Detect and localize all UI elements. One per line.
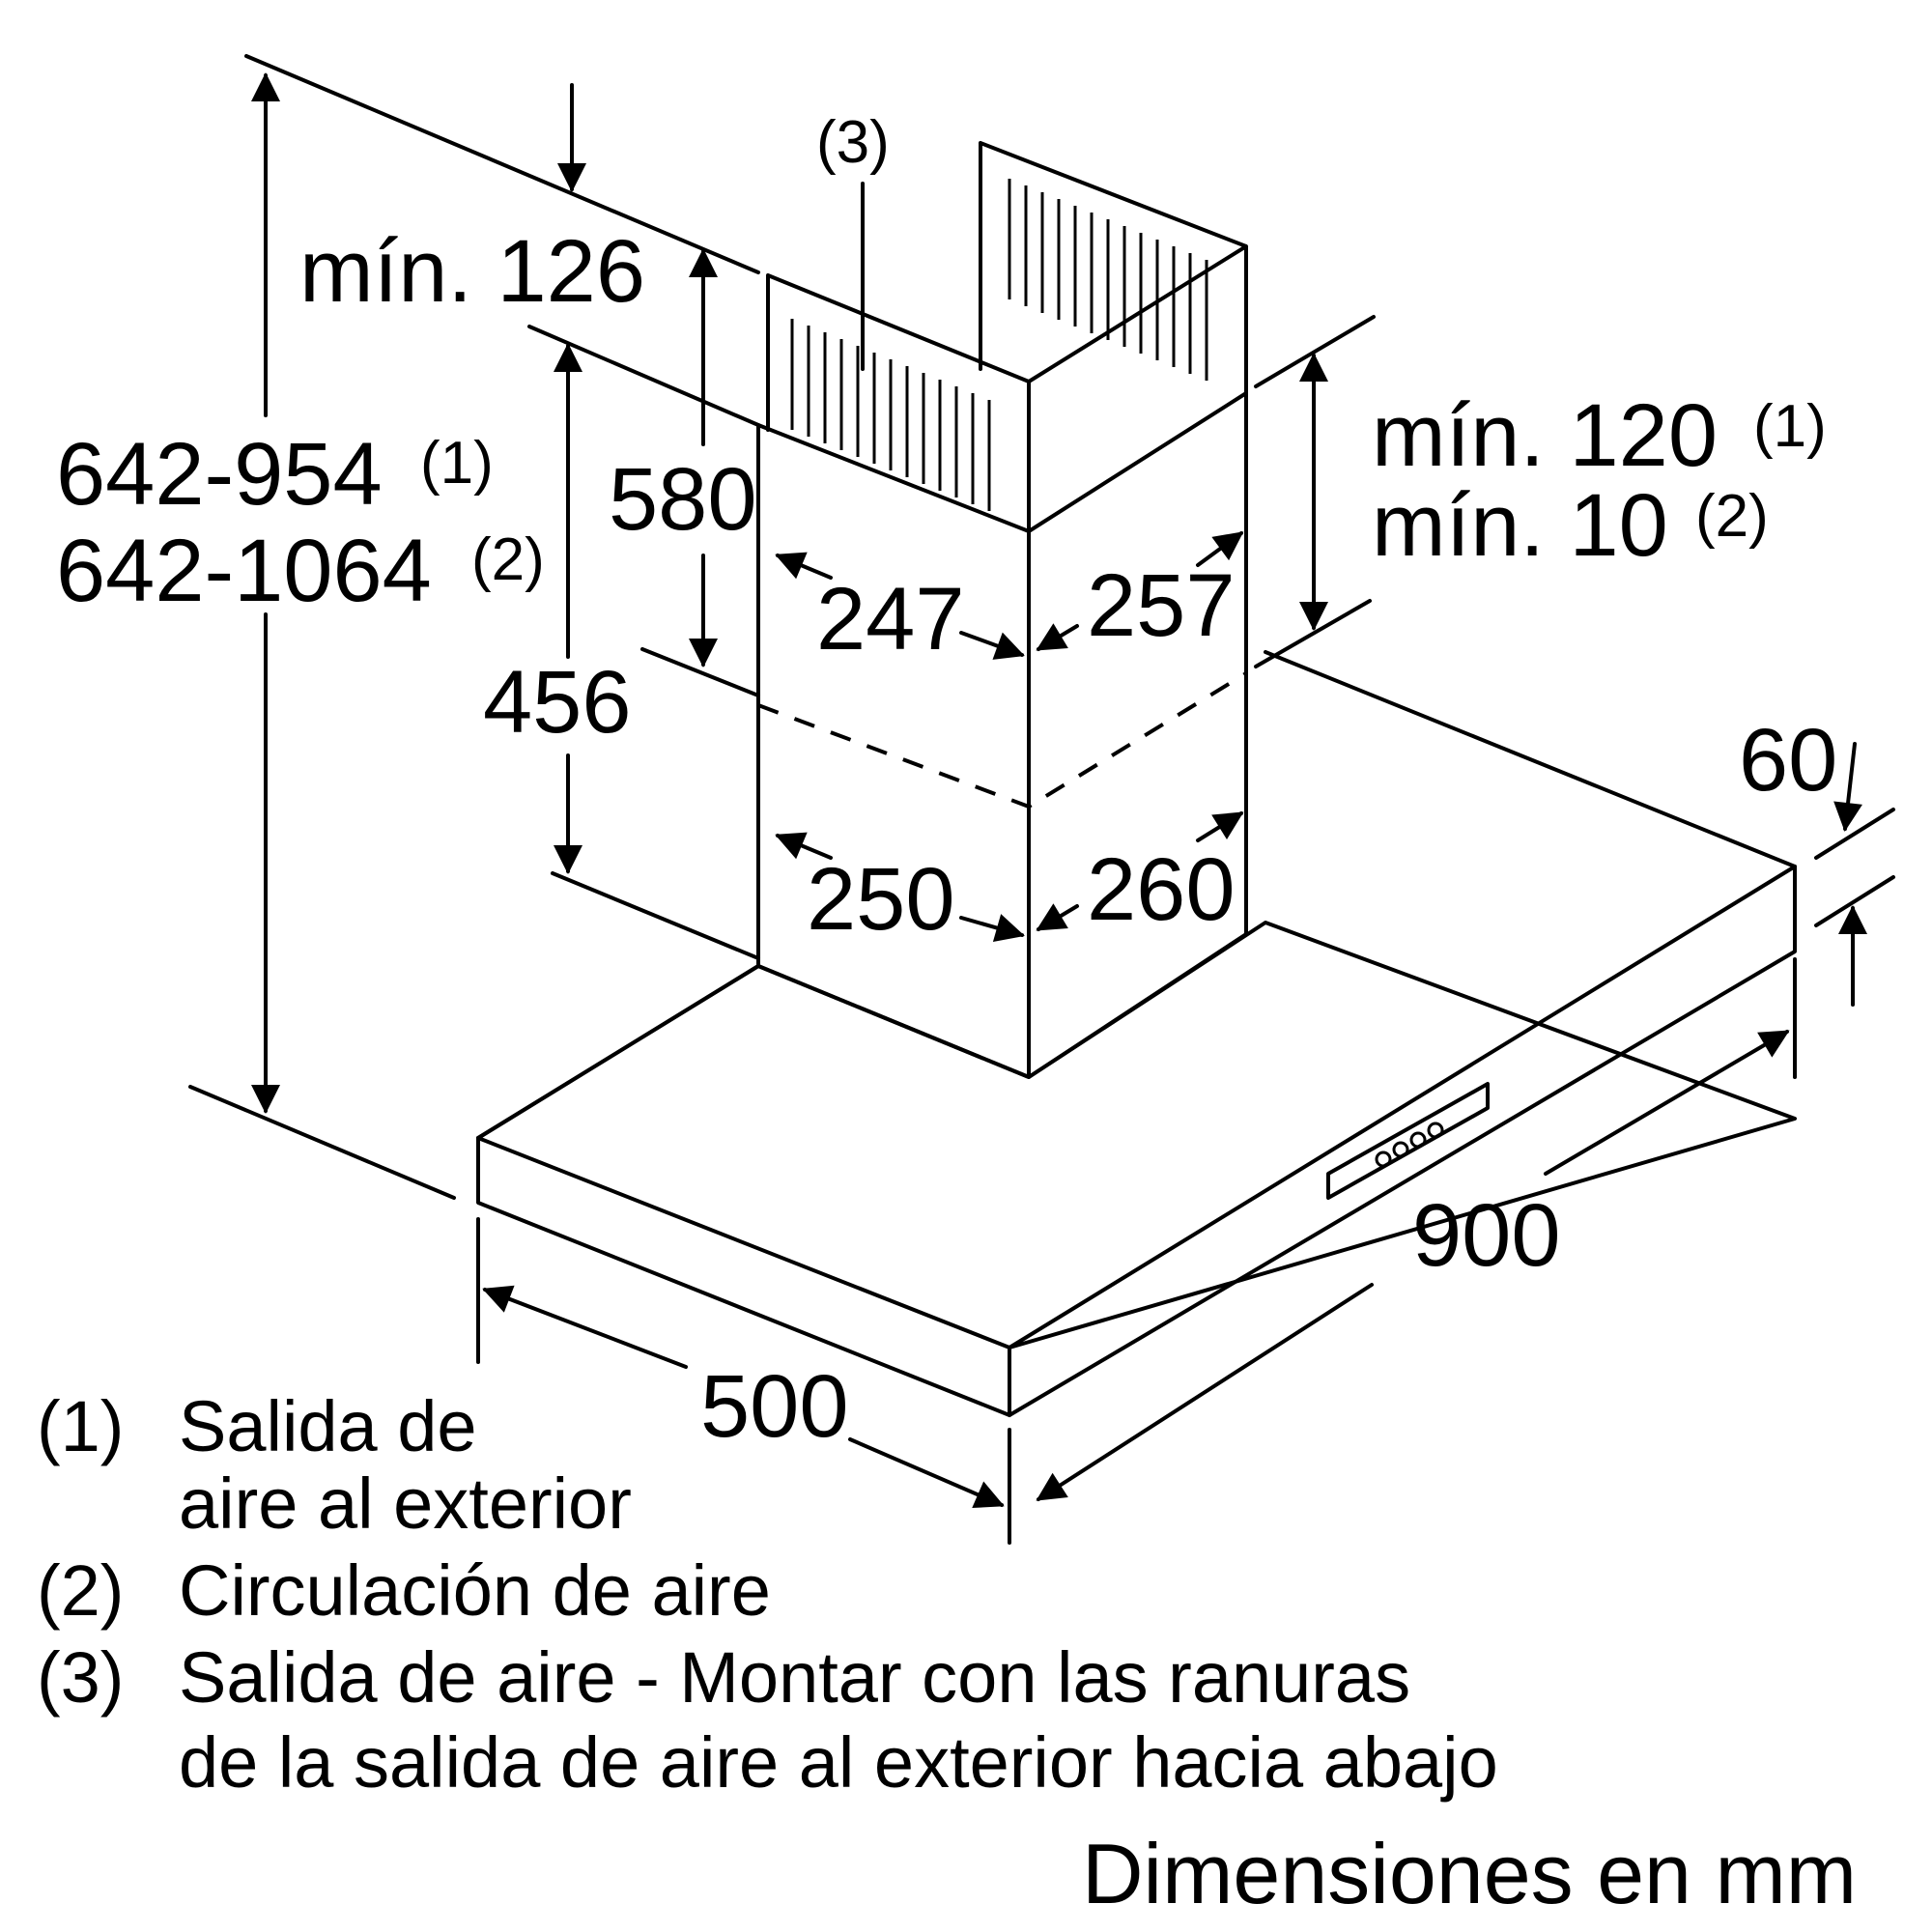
canopy-depth-label: 500: [700, 1357, 849, 1456]
upper-chimney-vent-slots: [790, 179, 1208, 511]
canopy-thickness-ref-bottom: [1814, 875, 1895, 927]
canopy-right-face: [1008, 865, 1797, 1417]
total-height-1-ref: (1): [420, 430, 494, 497]
900-arrow-left: [1036, 1283, 1374, 1501]
control-knob: [1392, 1141, 1409, 1158]
dimension-labels: 642-954 (1) 642-1064 (2) mín. 126 580 45…: [56, 109, 1837, 1456]
900-arrow-right: [1544, 1030, 1790, 1176]
500-arrow-right: [848, 1437, 1005, 1509]
260-arrow-left: [1036, 903, 1079, 931]
min-120-label: mín. 120: [1372, 386, 1718, 485]
legend-2-num: (2): [37, 1550, 124, 1631]
lower-chimney-depth-label: 250: [807, 850, 955, 949]
lower-chimney-height-label: 456: [483, 653, 632, 752]
legend: (1) Salida de aire al exterior (2) Circu…: [37, 1386, 1498, 1803]
247-arrow-right: [959, 631, 1025, 660]
257-arrow-right: [1196, 531, 1244, 567]
60-arrow-down: [1833, 742, 1862, 832]
257-arrow-left: [1036, 623, 1079, 651]
legend-1-num: (1): [37, 1386, 124, 1466]
legend-1-line-1: Salida de: [179, 1386, 477, 1466]
upper-chimney-width-label: 257: [1087, 556, 1236, 655]
total-height-2-ref: (2): [471, 526, 545, 593]
hood-drawing: [188, 54, 1895, 1545]
260-arrow-right: [1196, 811, 1244, 842]
legend-3-num: (3): [37, 1637, 124, 1718]
legend-2-line-1: Circulación de aire: [179, 1550, 771, 1631]
right-lower-ref-line: [1254, 599, 1372, 668]
control-knob: [1427, 1122, 1444, 1139]
canopy-top-line: [476, 650, 1797, 1140]
247-arrow-left: [775, 552, 833, 580]
min-10-ref: (2): [1695, 483, 1769, 550]
min-120-ref: (1): [1753, 393, 1827, 460]
control-knob: [1409, 1131, 1427, 1149]
upper-chimney: [766, 141, 1248, 533]
lower-chimney: [756, 391, 1248, 1079]
250-arrow-right: [959, 914, 1025, 943]
min-126-label: mín. 126: [299, 222, 645, 321]
legend-1-line-2: aire al exterior: [179, 1463, 632, 1544]
upper-ref-line: [527, 325, 760, 427]
units-note: Dimensiones en mm: [1082, 1826, 1857, 1921]
canopy-thickness-ref-top: [1814, 808, 1895, 860]
total-height-1-label: 642-954: [56, 425, 383, 524]
canopy-width-label: 900: [1412, 1186, 1561, 1285]
bottom-ref-line: [188, 1085, 456, 1200]
chimney-overlap-dashed-line: [757, 671, 1248, 810]
mid-ref-line: [640, 647, 760, 697]
250-arrow-left: [775, 832, 833, 860]
right-upper-ref-line: [1254, 315, 1376, 388]
callout-3-label: (3): [816, 109, 890, 176]
upper-chimney-depth-label: 247: [816, 570, 965, 668]
legend-3-line-1: Salida de aire - Montar con las ranuras: [179, 1637, 1410, 1718]
lower-chimney-width-label: 260: [1087, 840, 1236, 939]
legend-3-line-2: de la salida de aire al exterior hacia a…: [179, 1722, 1498, 1803]
upper-chimney-height-label: 580: [609, 450, 757, 549]
lower-ref-line: [551, 871, 760, 960]
total-height-2-label: 642-1064: [56, 522, 432, 620]
ceiling-reference-line: [244, 54, 760, 274]
min-10-label: mín. 10: [1372, 476, 1668, 575]
control-knob: [1375, 1151, 1392, 1168]
canopy-front-face: [476, 1136, 1011, 1417]
500-arrow-left: [482, 1285, 688, 1369]
control-panel: [1326, 1082, 1490, 1200]
canopy-thickness-label: 60: [1739, 711, 1837, 810]
dimension-arrows: [251, 72, 1867, 1509]
